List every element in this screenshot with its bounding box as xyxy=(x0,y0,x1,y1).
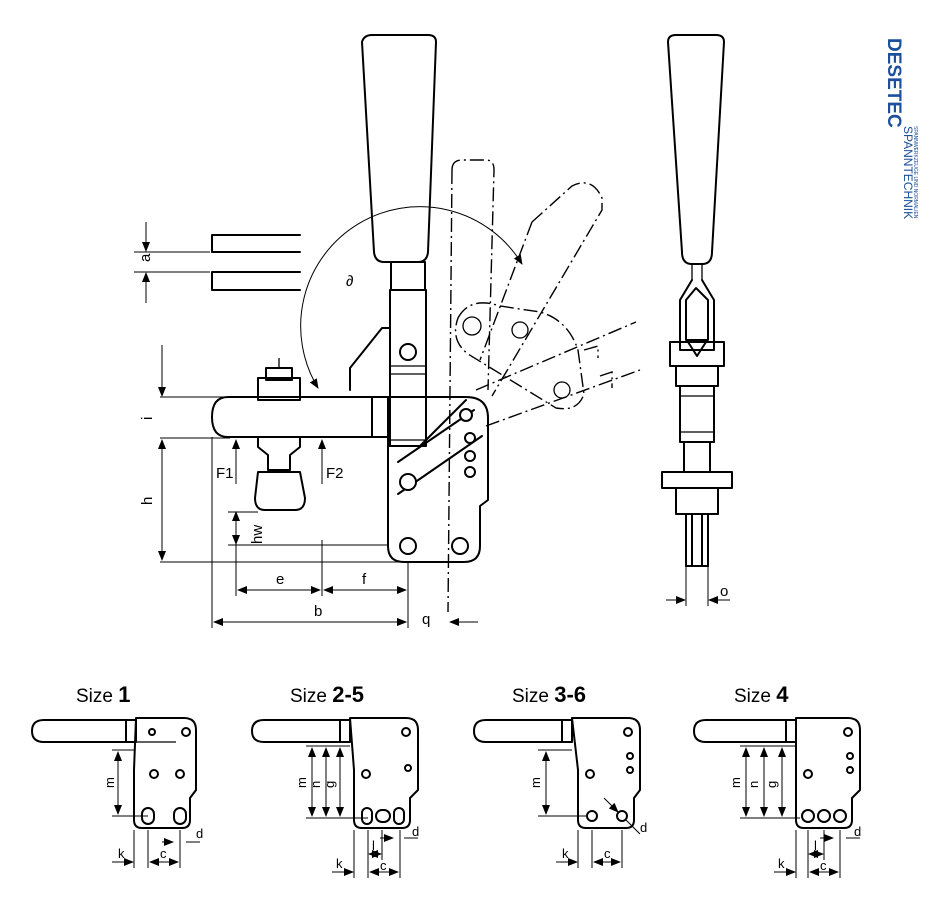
svg-text:n: n xyxy=(308,781,323,788)
svg-text:hw: hw xyxy=(249,525,266,544)
front-view-clamp: o xyxy=(661,34,733,606)
svg-text:l: l xyxy=(814,838,817,853)
dimension-a: a xyxy=(134,222,301,303)
force-F2: F2 xyxy=(318,439,344,484)
open-position-vertical xyxy=(451,159,495,391)
dimension-o-label: o xyxy=(720,583,728,600)
dimension-i: i xyxy=(139,345,258,439)
spindle-nut xyxy=(257,377,301,401)
svg-text:q: q xyxy=(422,611,430,628)
svg-text:g: g xyxy=(322,781,337,788)
svg-text:n: n xyxy=(746,781,761,788)
vertical-arm xyxy=(389,289,427,447)
svg-text:c: c xyxy=(160,846,167,861)
svg-text:d: d xyxy=(196,826,203,841)
desetec-logo: DESETEC SPANNTECHNIK SPANNWERKZEUGE UND … xyxy=(884,38,918,219)
svg-text:l: l xyxy=(372,838,375,853)
brand-subtitle: SPANNTECHNIK xyxy=(901,126,915,219)
svg-text:Size 1: Size 1 xyxy=(76,682,131,707)
svg-text:h: h xyxy=(139,497,156,505)
angle-label: ∂ xyxy=(346,273,353,290)
svg-text:m: m xyxy=(728,777,743,788)
dimension-b: b xyxy=(211,437,407,628)
open-position-tilted xyxy=(491,182,603,397)
svg-text:Size 2-5: Size 2-5 xyxy=(290,682,364,707)
force-F1: F1 xyxy=(216,439,240,484)
svg-text:m: m xyxy=(102,777,117,788)
svg-text:d: d xyxy=(854,824,861,839)
handle-grip xyxy=(361,34,437,263)
svg-text:m: m xyxy=(294,777,309,788)
brand-name: DESETEC xyxy=(884,38,904,128)
svg-text:c: c xyxy=(380,858,387,873)
dimension-q: q xyxy=(380,611,478,628)
size-2-5-variant: Size 2-5 m n g k l c d xyxy=(251,682,419,878)
svg-text:a: a xyxy=(137,253,154,262)
dimension-e-f: e f xyxy=(235,540,409,628)
svg-text:d: d xyxy=(412,824,419,839)
svg-text:k: k xyxy=(118,846,125,861)
side-view-clamp: ∂ a i h hw xyxy=(134,34,641,628)
svg-text:k: k xyxy=(778,856,785,871)
pivot-hole xyxy=(399,343,417,361)
clamp-bar xyxy=(211,396,391,438)
svg-text:b: b xyxy=(314,603,322,620)
brand-tagline: SPANNWERKZEUGE UND NORMALIEN xyxy=(912,126,918,219)
link-plate xyxy=(349,327,391,393)
svg-text:f: f xyxy=(362,571,367,588)
svg-text:c: c xyxy=(820,858,827,873)
dimension-hw: hw xyxy=(228,511,388,546)
size-4-variant: Size 4 m n g k l c d xyxy=(693,682,861,878)
svg-text:m: m xyxy=(528,777,543,788)
spindle-body xyxy=(257,436,301,471)
dimension-h: h xyxy=(139,439,400,563)
svg-text:Size 4: Size 4 xyxy=(734,682,789,707)
base-body xyxy=(387,396,489,563)
clamp-foot xyxy=(254,471,306,511)
svg-text:c: c xyxy=(604,846,611,861)
front-handle-grip xyxy=(667,34,725,265)
svg-text:Size 3-6: Size 3-6 xyxy=(512,682,586,707)
svg-text:F2: F2 xyxy=(326,465,344,482)
svg-text:e: e xyxy=(276,571,284,588)
svg-text:g: g xyxy=(764,781,779,788)
svg-text:d: d xyxy=(640,820,647,835)
svg-text:i: i xyxy=(139,417,156,420)
svg-text:F1: F1 xyxy=(216,465,234,482)
svg-text:k: k xyxy=(562,846,569,861)
open-position-link xyxy=(454,302,585,410)
svg-text:k: k xyxy=(336,856,343,871)
handle-neck xyxy=(390,261,426,291)
size-3-6-variant: Size 3-6 m k c d xyxy=(473,682,647,868)
size-1-variant: Size 1 m k c d xyxy=(31,682,203,868)
swing-angle-arc xyxy=(300,206,523,389)
